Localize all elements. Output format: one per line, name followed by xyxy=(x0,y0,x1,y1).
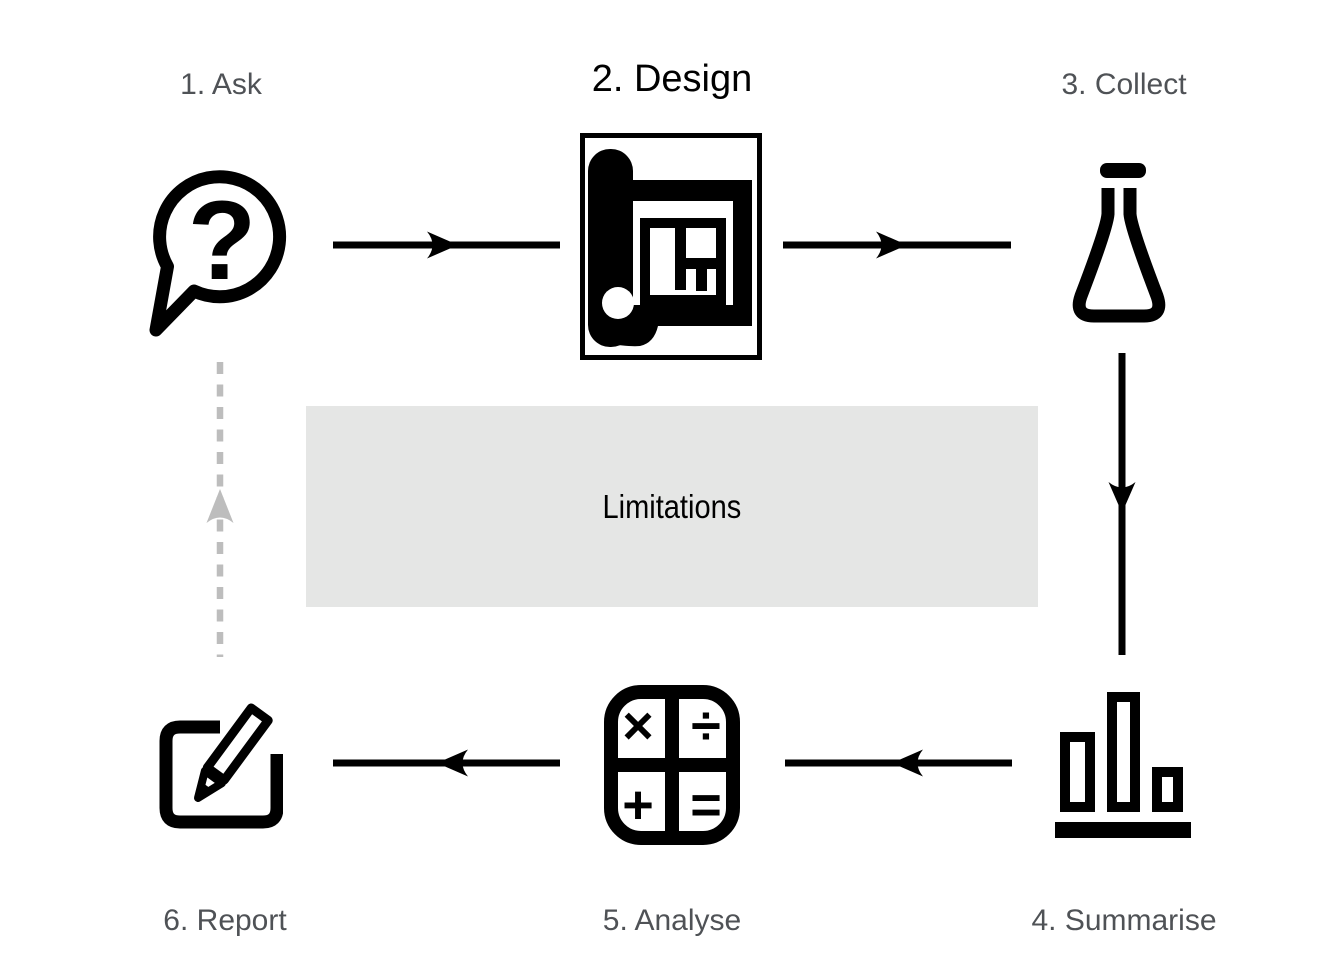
plus-glyph: + xyxy=(622,775,654,835)
blueprint-icon xyxy=(580,133,762,360)
arrow-design-to-collect xyxy=(783,231,1011,259)
bar-chart-icon xyxy=(1055,692,1191,838)
limitations-label: Limitations xyxy=(602,487,742,525)
arrow-ask-to-design xyxy=(333,231,560,259)
arrow-collect-to-summarise xyxy=(1108,353,1136,655)
calculator-icon: × ÷ + = xyxy=(604,685,740,845)
step-label-collect: 3. Collect xyxy=(1061,68,1187,101)
step-label-summarise: 4. Summarise xyxy=(1031,904,1217,937)
speech-bubble-question-icon: ? xyxy=(149,170,287,337)
step-label-design: 2. Design xyxy=(591,58,753,100)
equals-glyph: = xyxy=(690,775,722,835)
flask-icon xyxy=(1072,163,1166,323)
step-label-ask: 1. Ask xyxy=(180,68,262,101)
step-label-analyse: 5. Analyse xyxy=(602,904,742,937)
limitations-box: Limitations xyxy=(306,406,1038,607)
edit-pencil-icon xyxy=(159,703,283,829)
arrow-report-to-ask-dashed xyxy=(206,362,234,657)
step-label-report: 6. Report xyxy=(163,904,287,937)
arrow-summarise-to-analyse xyxy=(785,749,1012,777)
multiply-glyph: × xyxy=(622,696,654,756)
question-mark-glyph: ? xyxy=(188,178,256,303)
divide-glyph: ÷ xyxy=(691,696,721,756)
arrow-analyse-to-report xyxy=(333,749,560,777)
